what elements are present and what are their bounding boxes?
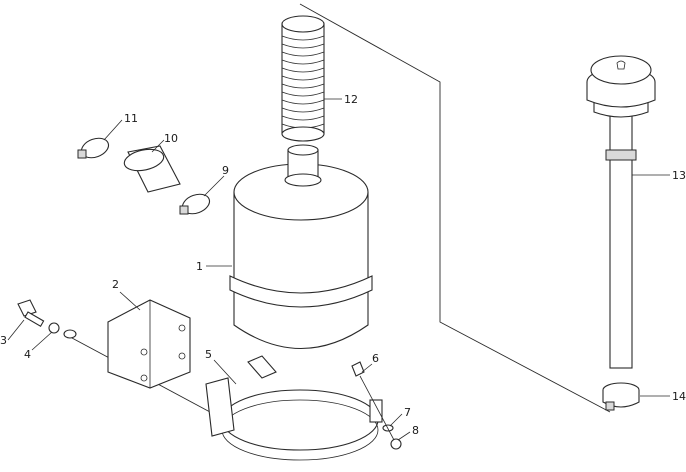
mounting-bracket (107, 299, 191, 389)
callout-14: 14 (672, 390, 686, 403)
bracket-hole (140, 348, 148, 356)
tube-and-clamps (77, 137, 211, 215)
hose-clamp-9-tab (179, 205, 189, 215)
callout-12: 12 (344, 93, 358, 106)
callout-7: 7 (404, 406, 411, 419)
rubber-tube-end (123, 148, 165, 172)
pipe-cap-top (590, 55, 652, 85)
callout-5: 5 (205, 348, 212, 361)
hose-body (281, 23, 325, 135)
washer (63, 329, 77, 339)
intake-pipe-assembly (586, 55, 656, 411)
nut (48, 322, 60, 334)
canister-outlet-top (287, 144, 319, 156)
bolt-and-washer (17, 299, 77, 339)
bracket-hole (178, 352, 186, 360)
callout-1: 1 (196, 260, 203, 273)
bracket-hole (178, 324, 186, 332)
callout-8: 8 (412, 424, 419, 437)
pipe-cap-body (586, 82, 656, 108)
callout-9: 9 (222, 164, 229, 177)
strap-band-ear-left (205, 377, 235, 437)
strap-band-ear-right (369, 399, 383, 423)
canister-band (229, 275, 373, 308)
canister-body (233, 192, 369, 349)
canister-outlet-collar (284, 173, 322, 187)
callout-labels: 1 2 3 4 5 6 7 8 9 10 11 12 13 14 (0, 93, 686, 437)
callout-3: 3 (0, 334, 7, 347)
filter-canister (229, 144, 373, 349)
strap-band-hook (247, 355, 277, 379)
callout-11: 11 (124, 112, 138, 125)
callout-13: 13 (672, 169, 686, 182)
bracket-hole (140, 374, 148, 382)
pipe-clamp-tab (605, 401, 615, 411)
bolt-head (17, 299, 37, 317)
leader-lines (7, 98, 670, 441)
pipe-clamp-upper (605, 149, 637, 161)
callout-4: 4 (24, 348, 31, 361)
bolt-shank (24, 311, 45, 327)
hose-top-opening (281, 15, 325, 33)
callout-6: 6 (372, 352, 379, 365)
corrugated-hose (281, 15, 325, 142)
nut-8 (390, 438, 402, 450)
hose-bottom (281, 126, 325, 142)
intake-pipe (609, 109, 633, 369)
screw (351, 361, 365, 377)
strap-band (205, 355, 383, 461)
cap-knob (616, 60, 626, 70)
bracket-plate (107, 299, 191, 389)
screw-washer-nut (351, 361, 402, 450)
hose-clamp-11-tab (77, 149, 87, 159)
callout-10: 10 (164, 132, 178, 145)
strap-band-ring (221, 389, 379, 451)
hose-corrugations (281, 35, 325, 129)
callout-2: 2 (112, 278, 119, 291)
